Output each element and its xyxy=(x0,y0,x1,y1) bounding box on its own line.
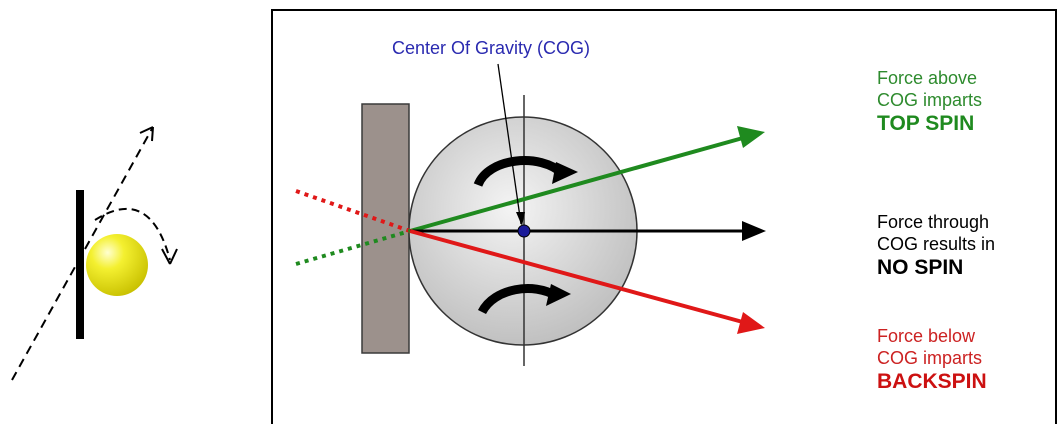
yellow-ball xyxy=(86,234,148,296)
caption-bottom-line2: COG imparts xyxy=(877,347,987,369)
caption-top-emphasis: TOP SPIN xyxy=(877,111,982,136)
caption-no-spin: Force through COG results in NO SPIN xyxy=(877,211,995,280)
caption-backspin: Force below COG imparts BACKSPIN xyxy=(877,325,987,394)
caption-bottom-emphasis: BACKSPIN xyxy=(877,369,987,394)
caption-top-line2: COG imparts xyxy=(877,89,982,111)
caption-middle-emphasis: NO SPIN xyxy=(877,255,995,280)
spin-arc-arrowhead-icon xyxy=(162,249,177,264)
cog-label: Center Of Gravity (COG) xyxy=(392,38,590,59)
caption-middle-line1: Force through xyxy=(877,211,995,233)
caption-top-line1: Force above xyxy=(877,67,982,89)
caption-bottom-line1: Force below xyxy=(877,325,987,347)
paddle-bar xyxy=(76,190,84,339)
left-spin-sketch xyxy=(12,127,177,380)
caption-top-spin: Force above COG imparts TOP SPIN xyxy=(877,67,982,136)
caption-middle-line2: COG results in xyxy=(877,233,995,255)
